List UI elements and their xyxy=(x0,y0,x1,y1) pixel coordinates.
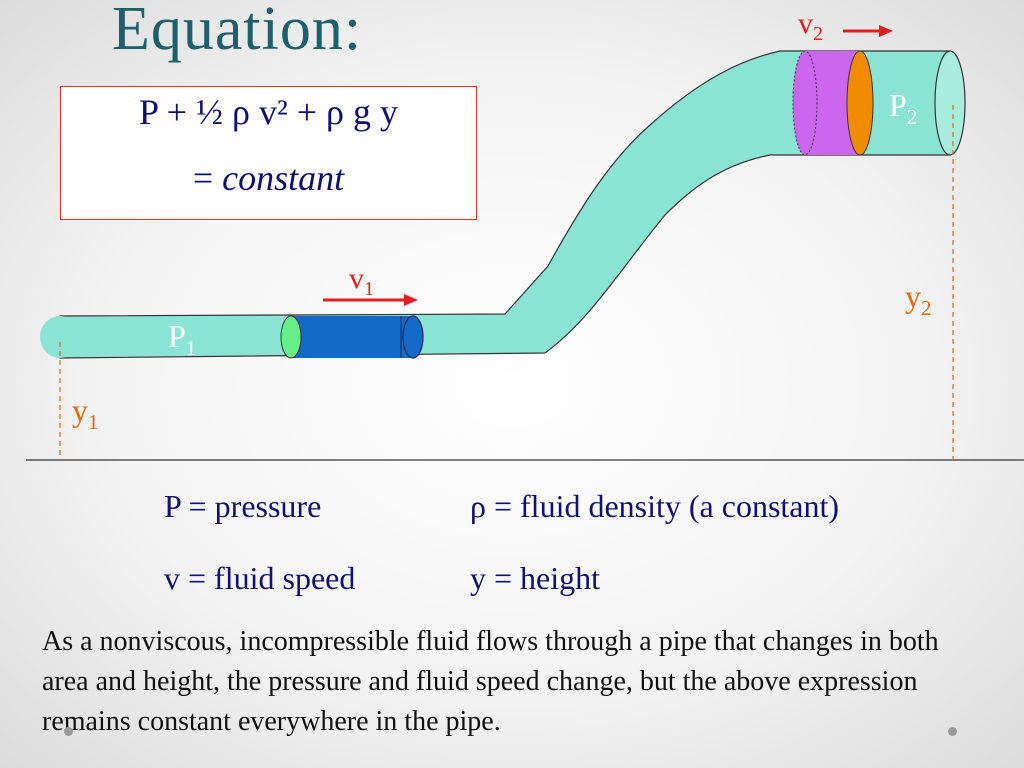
p1-label: P1 xyxy=(168,318,196,360)
slug-2-right-face xyxy=(846,50,874,156)
slide-title: Equation: xyxy=(112,0,363,63)
v2-arrow xyxy=(843,25,893,37)
decorative-dot-right xyxy=(948,727,957,736)
equation-equals: = xyxy=(192,158,223,198)
slug-2-left-face xyxy=(792,50,818,156)
slug-1-right-face xyxy=(402,315,424,359)
equation-line-2: = constant xyxy=(61,157,476,199)
p2-label: P2 xyxy=(889,87,917,129)
decorative-dot-left xyxy=(64,727,73,736)
pipe-right-end xyxy=(934,50,966,156)
equation-line-1: P + ½ ρ v² + ρ g y xyxy=(138,92,398,132)
v2-label: v2 xyxy=(798,7,823,45)
v1-arrow xyxy=(323,294,418,306)
definition-density: ρ = fluid density (a constant) xyxy=(470,488,840,524)
slug-1-left-face xyxy=(280,315,302,359)
definition-pressure: P = pressure xyxy=(164,488,322,524)
y2-label: y2 xyxy=(905,278,932,320)
definition-speed: v = fluid speed xyxy=(164,560,356,596)
caption-text: As a nonviscous, incompressible fluid fl… xyxy=(42,626,939,737)
equation-box: P + ½ ρ v² + ρ g y = constant xyxy=(60,86,477,220)
fluid-slug-1 xyxy=(291,316,413,358)
equation-constant: constant xyxy=(222,158,345,198)
definition-height: y = height xyxy=(470,560,601,596)
v1-label: v1 xyxy=(349,262,374,300)
y1-label: y1 xyxy=(72,392,99,434)
pipe-left-end xyxy=(40,316,80,358)
